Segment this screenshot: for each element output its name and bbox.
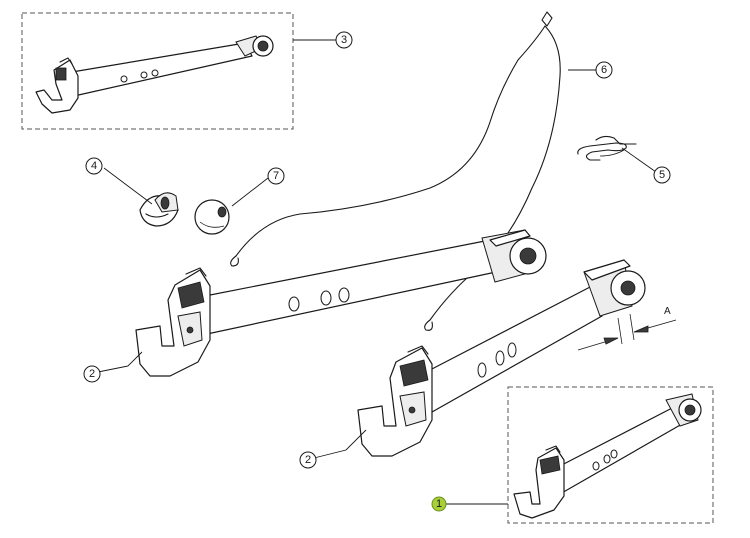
leader-lines	[97, 39, 657, 505]
callout-6: 6	[595, 61, 613, 79]
callout-4-label: 4	[91, 160, 97, 172]
callout-7-label: 7	[273, 170, 279, 182]
callout-5: 5	[653, 166, 671, 184]
dimension-a: A	[577, 306, 677, 351]
callout-2-lower: 2	[299, 451, 317, 469]
callout-3: 3	[335, 31, 353, 49]
lower-link-right	[357, 259, 646, 457]
callout-7: 7	[267, 167, 285, 185]
callout-3-label: 3	[341, 34, 347, 46]
part-6-cable	[230, 11, 561, 331]
callout-1: 1	[431, 496, 447, 512]
part-7-ball	[194, 199, 230, 235]
inset-frame-top	[21, 12, 294, 130]
inset-frame-bottom	[507, 386, 714, 524]
lower-link-middle	[135, 229, 547, 377]
part-5-clip	[577, 135, 637, 161]
callout-2-upper-label: 2	[89, 368, 95, 380]
callout-2-upper: 2	[83, 365, 101, 383]
callout-4: 4	[85, 157, 103, 175]
callout-5-label: 5	[659, 169, 665, 181]
callout-1-label: 1	[436, 498, 442, 510]
callout-2-lower-label: 2	[305, 454, 311, 466]
dimension-a-label: A	[664, 306, 671, 317]
callout-6-label: 6	[601, 64, 607, 76]
part-4-latch	[139, 192, 179, 227]
lower-link-inset-top	[35, 35, 274, 114]
lower-link-inset-bottom	[513, 393, 702, 519]
